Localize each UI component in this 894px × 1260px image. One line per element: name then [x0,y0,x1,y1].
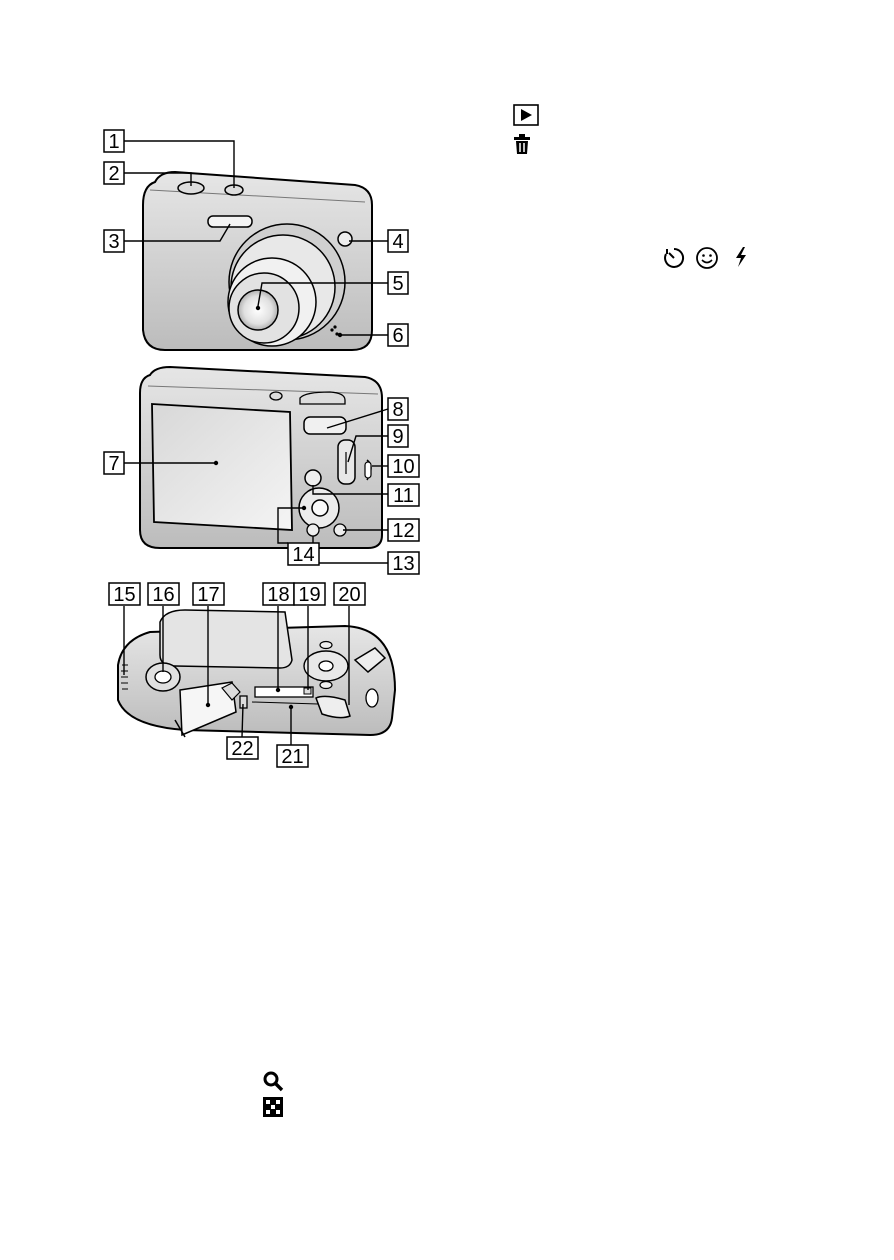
camera-bottom-view [118,610,395,737]
magnifier-icon [262,1070,284,1097]
smile-icon [695,246,719,275]
callout-22: 22 [227,737,258,760]
callout-13: 13 [388,552,419,575]
callout-14: 14 [288,543,319,566]
camera-back-view [140,367,382,548]
callout-number: 20 [338,584,360,606]
self-timer-icon [662,246,686,275]
camera-front-view [143,172,372,350]
callout-number: 19 [298,584,320,606]
callout-7: 7 [104,452,124,475]
callout-10: 10 [388,455,419,478]
callout-15: 15 [109,583,140,606]
callout-3: 3 [104,230,124,253]
callout-9: 9 [388,425,408,448]
callout-12: 12 [388,519,419,542]
callout-number: 8 [392,399,403,421]
callout-number: 22 [231,738,253,760]
callout-number: 17 [197,584,219,606]
callout-number: 7 [108,453,119,475]
callout-number: 1 [108,131,119,153]
callout-number: 6 [392,325,403,347]
callout-number: 16 [152,584,174,606]
callout-number: 15 [113,584,135,606]
flash-icon [734,246,748,273]
callout-1: 1 [104,130,124,153]
callout-8: 8 [388,398,408,421]
callout-19: 19 [294,583,325,606]
callout-2: 2 [104,162,124,185]
callout-number: 10 [392,456,414,478]
callout-11: 11 [388,484,419,507]
trash-icon [513,133,531,160]
callout-5: 5 [388,272,408,295]
callout-number: 2 [108,163,119,185]
callout-number: 11 [393,485,414,507]
callout-number: 18 [267,584,289,606]
callout-number: 21 [281,746,303,768]
callout-number: 4 [392,231,403,253]
callout-number: 3 [108,231,119,253]
callout-number: 14 [292,544,314,566]
index-grid-icon [263,1097,283,1122]
callout-number: 5 [392,273,403,295]
callout-20: 20 [334,583,365,606]
callout-21: 21 [277,745,308,768]
callout-18: 18 [263,583,294,606]
callout-17: 17 [193,583,224,606]
callout-4: 4 [388,230,408,253]
callout-number: 12 [392,520,414,542]
callout-16: 16 [148,583,179,606]
callout-number: 9 [392,426,403,448]
callout-number: 13 [392,553,414,575]
callout-6: 6 [388,324,408,347]
playback-icon [513,104,539,131]
